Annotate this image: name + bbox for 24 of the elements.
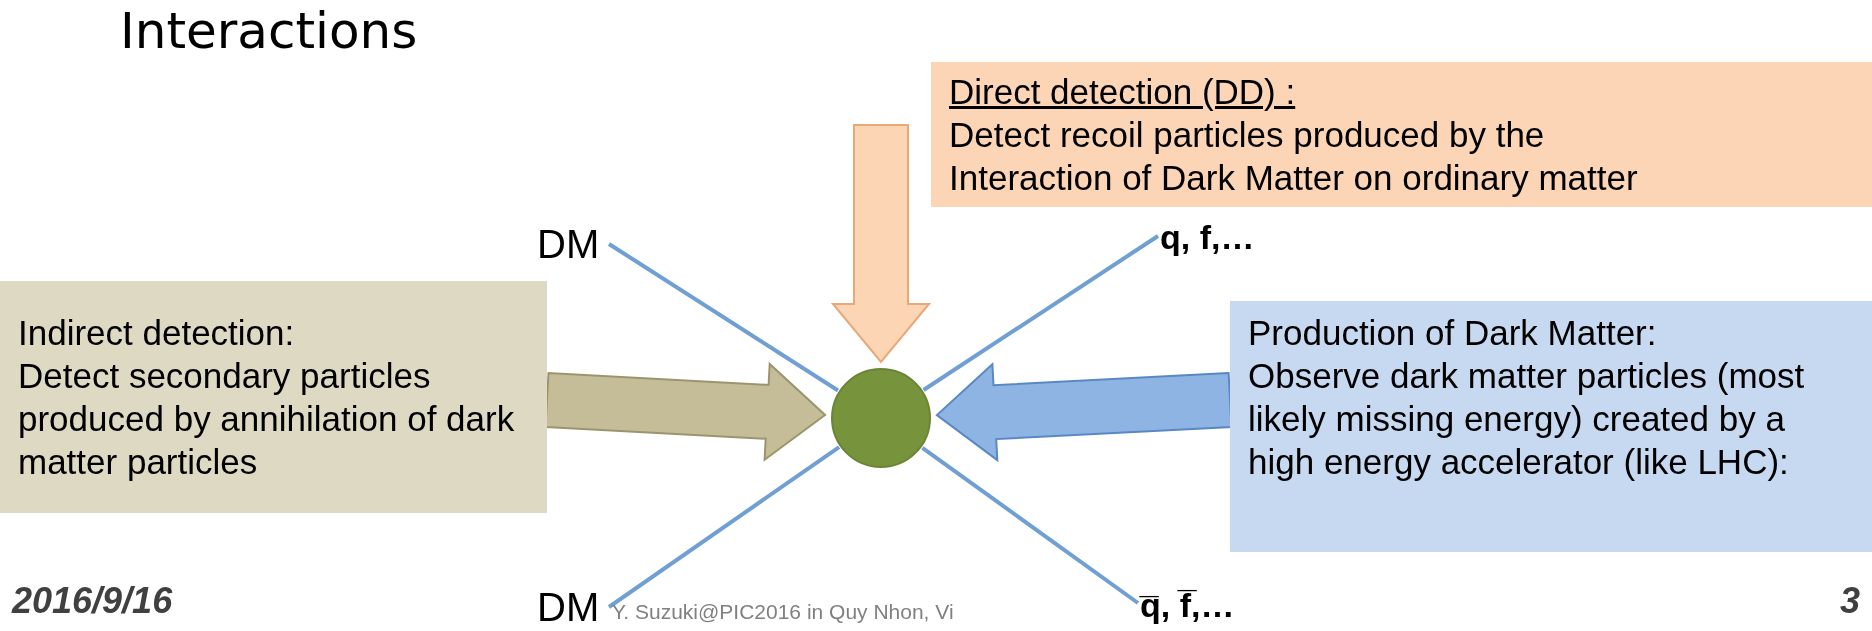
text-box — [0, 281, 547, 513]
particle-label: DM — [537, 222, 609, 266]
box-text: Detect secondary particles produced by annihilation of dark matter particles — [18, 355, 516, 483]
page-number: 3 — [1840, 580, 1861, 622]
box-text: Detect recoil particles produced by the Interaction of Dark Matter on ordinary matter — [949, 114, 1639, 199]
date-footer: 2016/9/16 — [12, 580, 173, 622]
propagator-line — [921, 446, 1140, 605]
text-box — [931, 62, 1872, 207]
box-heading: Direct detection (DD) : — [949, 71, 1297, 113]
particle-label: q̅, f̅,… — [1140, 580, 1300, 630]
block-arrow — [830, 124, 932, 364]
block-arrow — [935, 362, 1233, 463]
text-box — [1230, 301, 1872, 552]
author-footer: Y. Suzuki@PIC2016 in Quy Nhon, Vi — [612, 600, 954, 624]
propagator-line — [607, 242, 840, 393]
propagator-line — [922, 234, 1160, 392]
particle-label: DM — [537, 585, 609, 629]
propagator-line — [607, 445, 841, 609]
box-heading: Production of Dark Matter: — [1248, 312, 1658, 354]
box-text: Observe dark matter particles (most likely missing energy) created by a high energy accelerator (like LHC): — [1248, 355, 1806, 483]
slide-title: Interactions — [120, 2, 418, 60]
particle-label: q, f,… — [1160, 212, 1320, 262]
box-heading: Indirect detection: — [18, 312, 296, 354]
block-arrow — [544, 361, 827, 462]
